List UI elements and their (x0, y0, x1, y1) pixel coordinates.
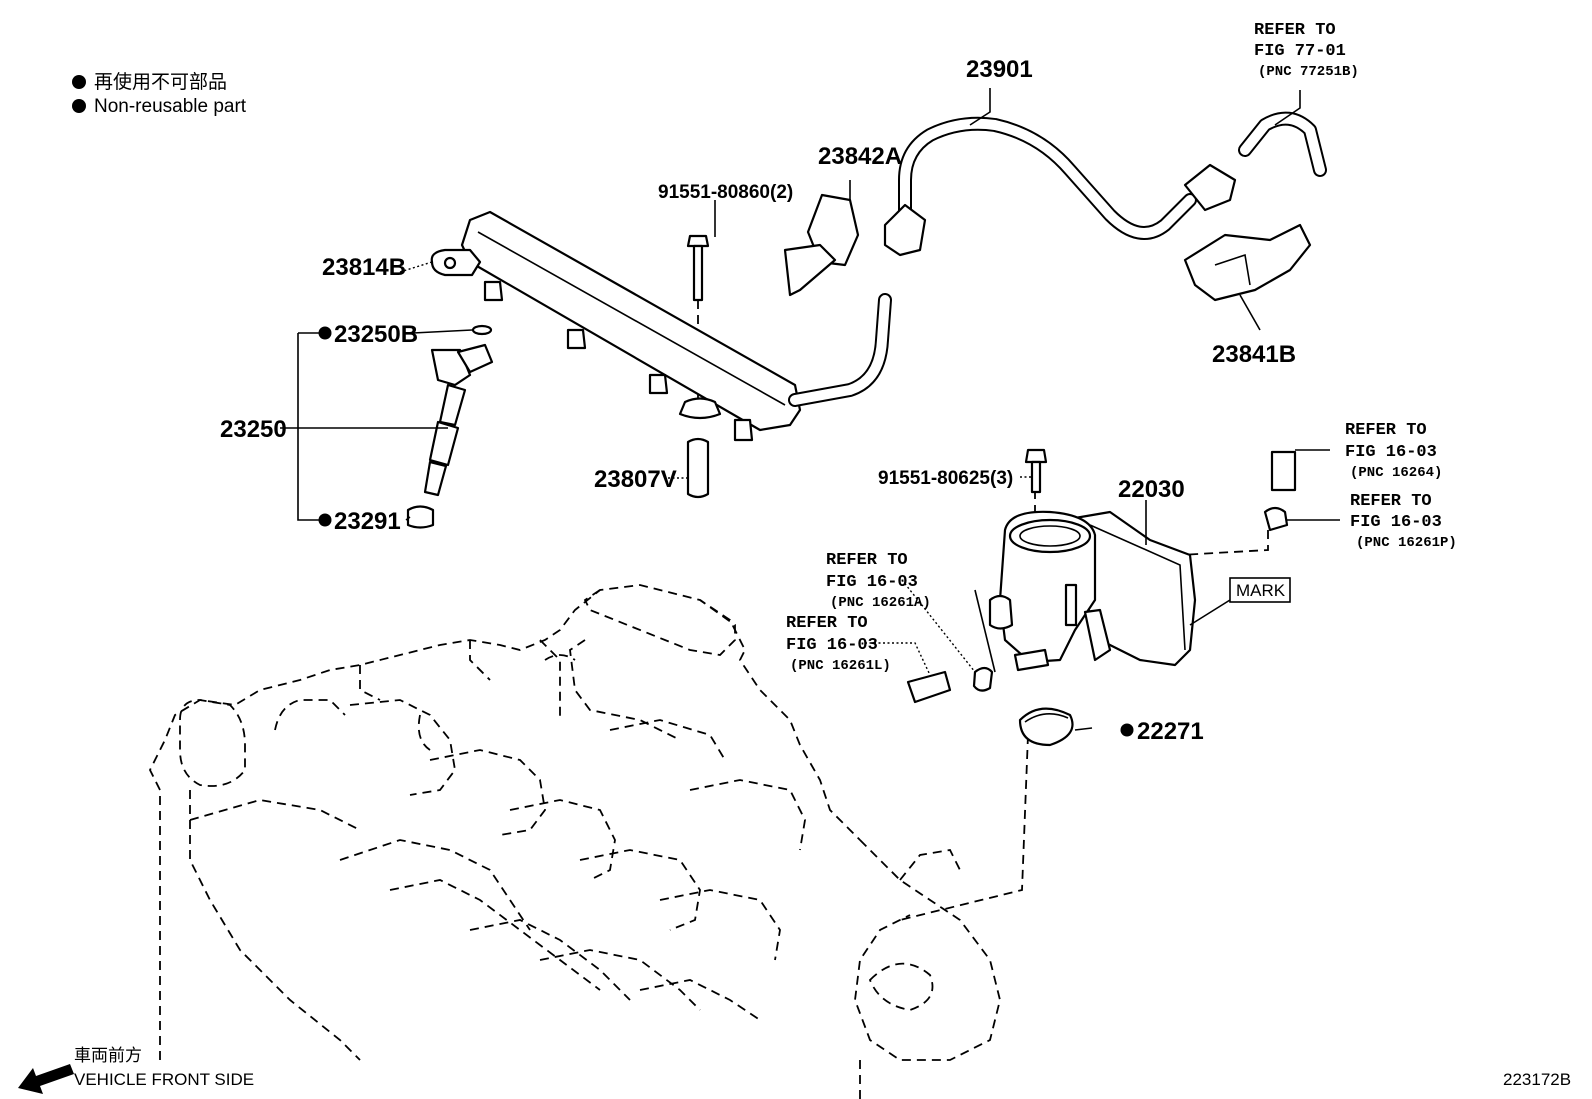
svg-text:FIG 16-03: FIG 16-03 (786, 636, 878, 655)
mark-label: MARK (1236, 581, 1286, 600)
vacuum-alignment-line (1169, 515, 1269, 576)
legend-text-en: Non-reusable part (94, 96, 247, 117)
spacer-23807v (686, 437, 710, 499)
o-ring-23250b (471, 324, 493, 336)
svg-text:REFER TO: REFER TO (786, 614, 868, 633)
gasket-alignment-line (899, 734, 1029, 921)
svg-text:(PNC 16264): (PNC 16264) (1350, 465, 1442, 481)
mark-callout: MARK (1229, 577, 1291, 603)
fuel-hose-23901 (883, 111, 1327, 257)
svg-text:(PNC 16261L): (PNC 16261L) (790, 658, 891, 674)
figure-id: 223172B (1503, 1070, 1571, 1089)
engine-outline (148, 584, 1001, 1099)
non-reusable-dot-icon (318, 513, 332, 527)
label-23842a: 23842A (818, 143, 902, 170)
svg-text:FIG 16-03: FIG 16-03 (1345, 443, 1437, 462)
svg-text:FIG 16-03: FIG 16-03 (1350, 513, 1442, 532)
bolt-91551-80625 (1024, 448, 1048, 494)
non-reusable-dot-icon (1120, 723, 1134, 737)
non-reusable-dot-icon (72, 75, 86, 89)
label-23901: 23901 (966, 56, 1033, 83)
throttle-body-22030 (988, 510, 1197, 672)
hose-16261l (906, 670, 952, 704)
leader-lines (280, 88, 1340, 731)
svg-text:(PNC 77251B): (PNC 77251B) (1258, 64, 1359, 80)
label-22271: 22271 (1137, 718, 1204, 745)
svg-text:REFER TO: REFER TO (826, 551, 908, 570)
label-23807v: 23807V (594, 466, 677, 493)
fuel-injector-23250 (423, 343, 494, 497)
ref-16264: REFER TO FIG 16-03 (PNC 16264) (1345, 421, 1442, 481)
clamp-23841b (1183, 223, 1312, 302)
label-23814b: 23814B (322, 254, 406, 281)
ref-77251b: REFER TO FIG 77-01 (PNC 77251B) (1254, 21, 1359, 80)
label-23250b: 23250B (334, 321, 418, 348)
label-22030: 22030 (1118, 476, 1185, 503)
non-reusable-dot-icon (72, 99, 86, 113)
clip-16261a (972, 666, 994, 692)
hose-16261p (1263, 506, 1289, 532)
label-91551-80625: 91551-80625(3) (878, 468, 1013, 489)
ref-16261a: REFER TO FIG 16-03 (PNC 16261A) (826, 551, 931, 611)
label-91551-80860: 91551-80860(2) (658, 182, 793, 203)
svg-text:REFER TO: REFER TO (1350, 492, 1432, 511)
fuel-delivery-pipe-23814b (430, 210, 892, 442)
arrow-left-icon (18, 1064, 74, 1094)
clamp-23842a (783, 193, 860, 297)
vehicle-front-indicator: 車両前方 VEHICLE FRONT SIDE (18, 1046, 254, 1094)
label-23291: 23291 (334, 508, 401, 535)
label-23250: 23250 (220, 416, 287, 443)
svg-text:(PNC 16261P): (PNC 16261P) (1356, 535, 1457, 551)
non-reusable-dot-icon (318, 326, 332, 340)
direction-en: VEHICLE FRONT SIDE (74, 1070, 254, 1089)
bolt-91551-80860 (686, 234, 710, 302)
ref-16261p: REFER TO FIG 16-03 (PNC 16261P) (1350, 492, 1457, 551)
svg-text:FIG 16-03: FIG 16-03 (826, 573, 918, 592)
svg-text:FIG 77-01: FIG 77-01 (1254, 42, 1346, 61)
svg-text:REFER TO: REFER TO (1345, 421, 1427, 440)
ref-16261l: REFER TO FIG 16-03 (PNC 16261L) (786, 614, 891, 674)
grommet-23291 (406, 505, 435, 529)
direction-jp: 車両前方 (74, 1046, 142, 1065)
hose-16264 (1270, 450, 1297, 492)
svg-text:(PNC 16261A): (PNC 16261A) (830, 595, 931, 611)
legend-text-jp: 再使用不可部品 (94, 71, 227, 93)
label-23841b: 23841B (1212, 341, 1296, 368)
svg-text:REFER TO: REFER TO (1254, 21, 1336, 40)
legend: 再使用不可部品 Non-reusable part (72, 71, 247, 117)
